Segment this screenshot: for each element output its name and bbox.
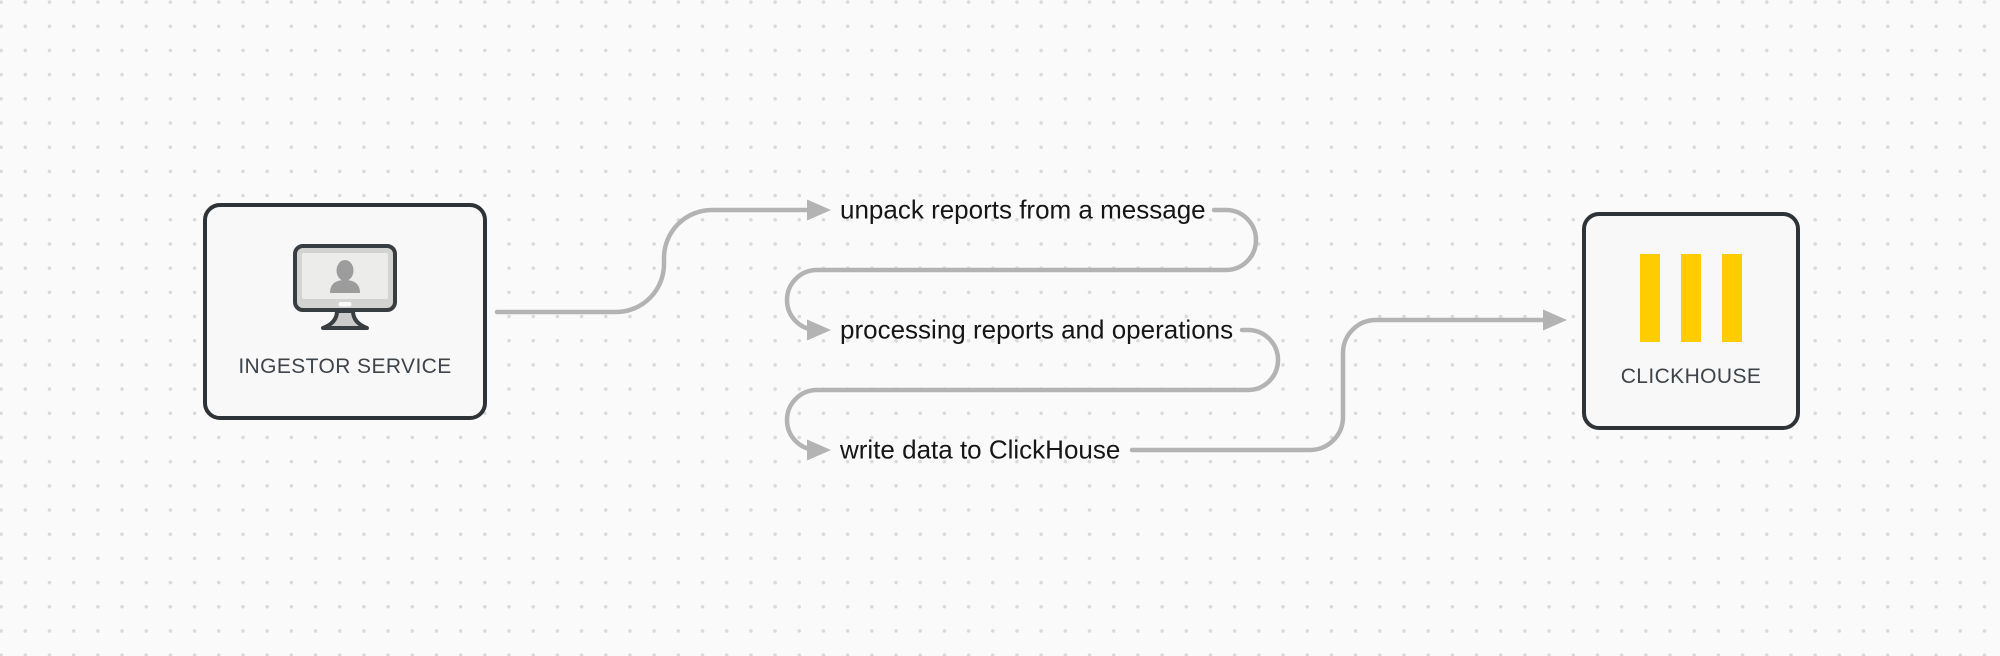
arrow-head-icon [807, 199, 831, 221]
monitor-user-icon [293, 244, 397, 330]
step-label-processing-reports: processing reports and operations [840, 314, 1234, 345]
step-label-write-data: write data to ClickHouse [840, 434, 1121, 465]
node-clickhouse[interactable]: CLICKHOUSE [1582, 212, 1800, 430]
node-ingestor-service[interactable]: INGESTOR SERVICE [203, 203, 487, 420]
arrow-head-icon [807, 319, 831, 341]
node-label-clickhouse: CLICKHOUSE [1620, 364, 1762, 388]
arrow-head-icon [807, 439, 831, 461]
clickhouse-logo-icon [1640, 253, 1742, 342]
connector-ingestor-to-step-1 [494, 199, 831, 315]
node-label-ingestor-service: INGESTOR SERVICE [238, 355, 452, 378]
step-label-unpack-reports: unpack reports from a message [840, 194, 1206, 225]
arrow-head-icon [1543, 309, 1567, 331]
